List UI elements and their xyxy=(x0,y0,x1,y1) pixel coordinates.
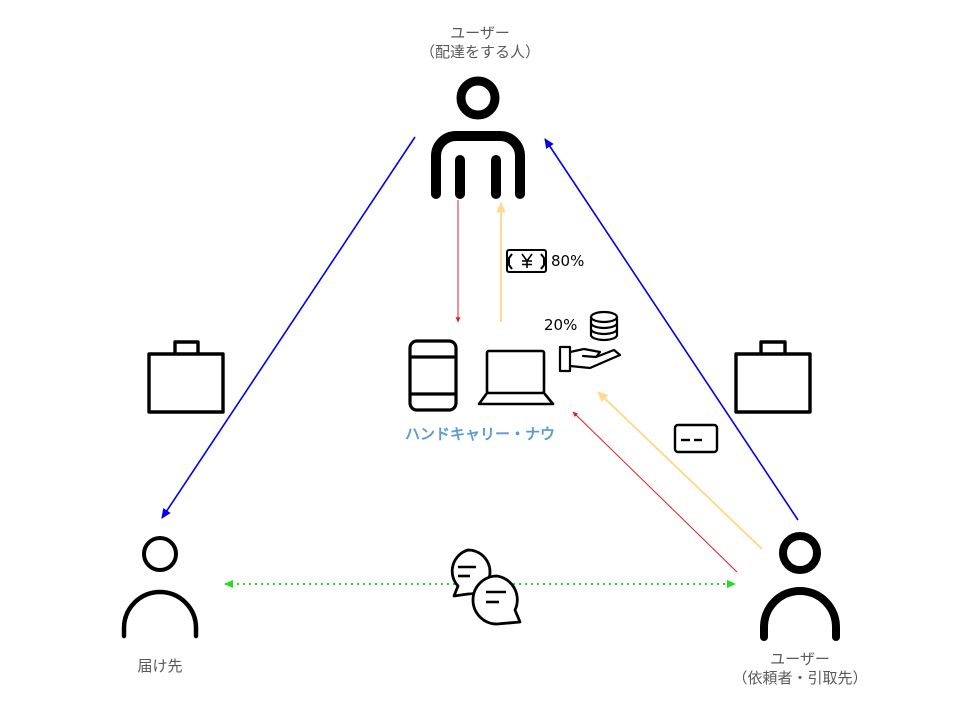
briefcase-icon xyxy=(147,340,225,414)
recipient-label: 届け先 xyxy=(137,657,183,675)
requester-label-line2: （依頼者・引取先） xyxy=(732,669,868,687)
person-icon xyxy=(121,536,199,639)
chat-bubbles-icon xyxy=(450,548,522,626)
laptop-icon xyxy=(477,349,555,406)
courier-to-recipient-arrow xyxy=(161,136,416,519)
requester-to-service-arrow xyxy=(572,411,738,573)
courier-share-label: 80% xyxy=(551,252,585,270)
requester-to-courier-arrow xyxy=(544,138,799,521)
service-name-label: ハンドキャリー・ナウ xyxy=(404,425,555,443)
briefcase-icon xyxy=(734,340,812,414)
yen-banknote-icon xyxy=(506,249,547,273)
person-icon xyxy=(431,76,525,199)
smartphone-icon xyxy=(408,339,458,412)
courier-label: ユーザー （配達をする人） xyxy=(400,24,560,62)
platform-fee-label: 20% xyxy=(544,316,578,334)
courier-label-line2: （配達をする人） xyxy=(419,43,540,61)
courier-label-line1: ユーザー xyxy=(450,24,510,42)
requester-to-service-payment-arrow xyxy=(597,391,763,550)
hand-receiving-icon xyxy=(558,345,622,373)
requester-label: ユーザー （依頼者・引取先） xyxy=(720,650,880,688)
requester-label-line1: ユーザー xyxy=(770,650,830,668)
person-icon xyxy=(760,532,840,641)
credit-card-icon xyxy=(673,423,719,454)
coin-stack-icon xyxy=(589,310,619,342)
